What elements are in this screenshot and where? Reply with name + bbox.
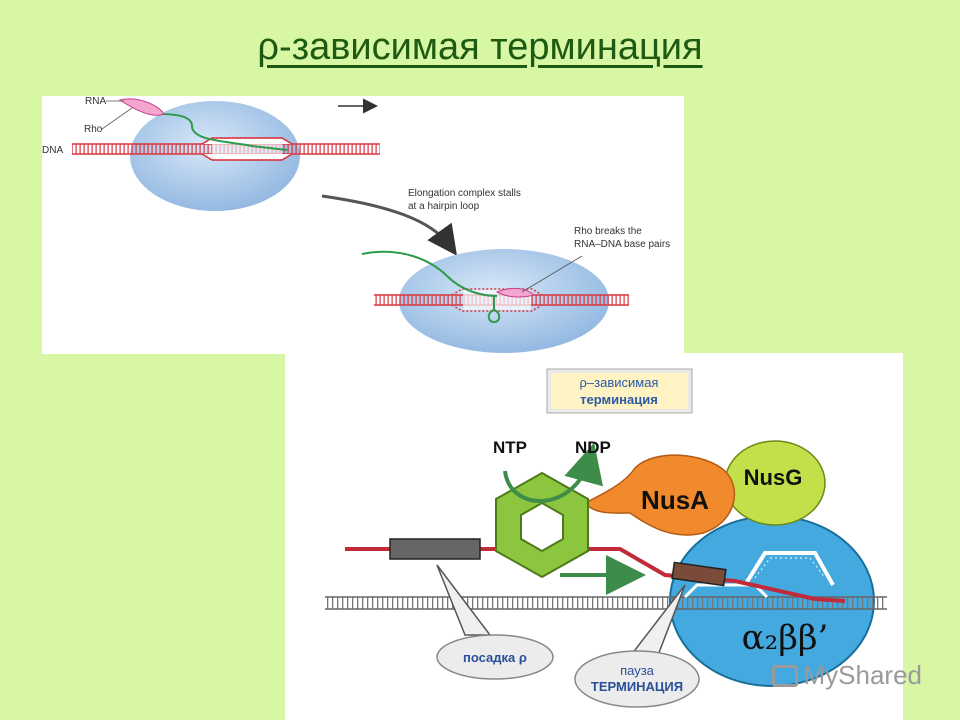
stall-label-line1: Elongation complex stalls <box>408 188 521 199</box>
transcription-bubble <box>683 583 769 599</box>
rnap-subunits-label: α₂ββ’ <box>742 618 829 658</box>
rho-protein <box>118 98 165 116</box>
breaks-label-line1: Rho breaks the <box>574 226 642 237</box>
termination-title-box: ρ–зависимая терминация <box>546 368 693 414</box>
box-label-line2: терминация <box>580 392 658 407</box>
pause-callout-line1: пауза <box>620 663 655 678</box>
rna-label: RNA <box>85 96 106 107</box>
terminator-hairpin <box>743 551 835 587</box>
bottom-diagram-panel: ρ–зависимая терминация NT <box>285 353 903 720</box>
ntp-label: NTP <box>493 438 527 457</box>
myshared-logo-icon <box>771 664 798 687</box>
pause-callout-line2: ТЕРМИНАЦИЯ <box>591 679 683 694</box>
hairpin-loop <box>487 296 501 324</box>
landing-callout: посадка ρ <box>436 564 554 680</box>
rna-strand <box>159 113 288 151</box>
rho-loading-site <box>389 538 481 560</box>
nusa-protein <box>583 454 735 536</box>
pause-site <box>671 561 727 587</box>
dna-double-helix <box>72 137 380 161</box>
pause-callout: пауза ТЕРМИНАЦИЯ <box>574 584 700 708</box>
breaks-label-line2: RNA–DNA base pairs <box>574 239 670 250</box>
watermark-text: MyShared <box>803 660 923 690</box>
nusa-label: NusA <box>641 485 709 515</box>
rna-strand-stalled <box>361 250 498 297</box>
nusg-label: NusG <box>744 465 803 490</box>
box-label-line1: ρ–зависимая <box>580 375 659 390</box>
elongation-diagram: RNA Rho DNA Elongation complex stalls at… <box>42 96 670 353</box>
ndp-label: NDP <box>575 438 611 457</box>
termination-diagram: ρ–зависимая терминация NT <box>325 368 887 708</box>
stall-label-line2: at a hairpin loop <box>408 201 480 212</box>
rho-label: Rho <box>84 124 103 135</box>
slide-title: ρ-зависимая терминация <box>257 26 703 68</box>
top-diagram-panel: RNA Rho DNA Elongation complex stalls at… <box>42 96 684 354</box>
landing-callout-text: посадка ρ <box>463 650 527 665</box>
ntp-hydrolysis-arrow <box>503 442 603 504</box>
watermark: MyShared <box>771 660 923 691</box>
dna-label: DNA <box>42 145 63 156</box>
dna-double-strand <box>325 596 887 610</box>
stage-transition-arrow <box>321 194 458 256</box>
rho-hexamer <box>495 471 589 579</box>
